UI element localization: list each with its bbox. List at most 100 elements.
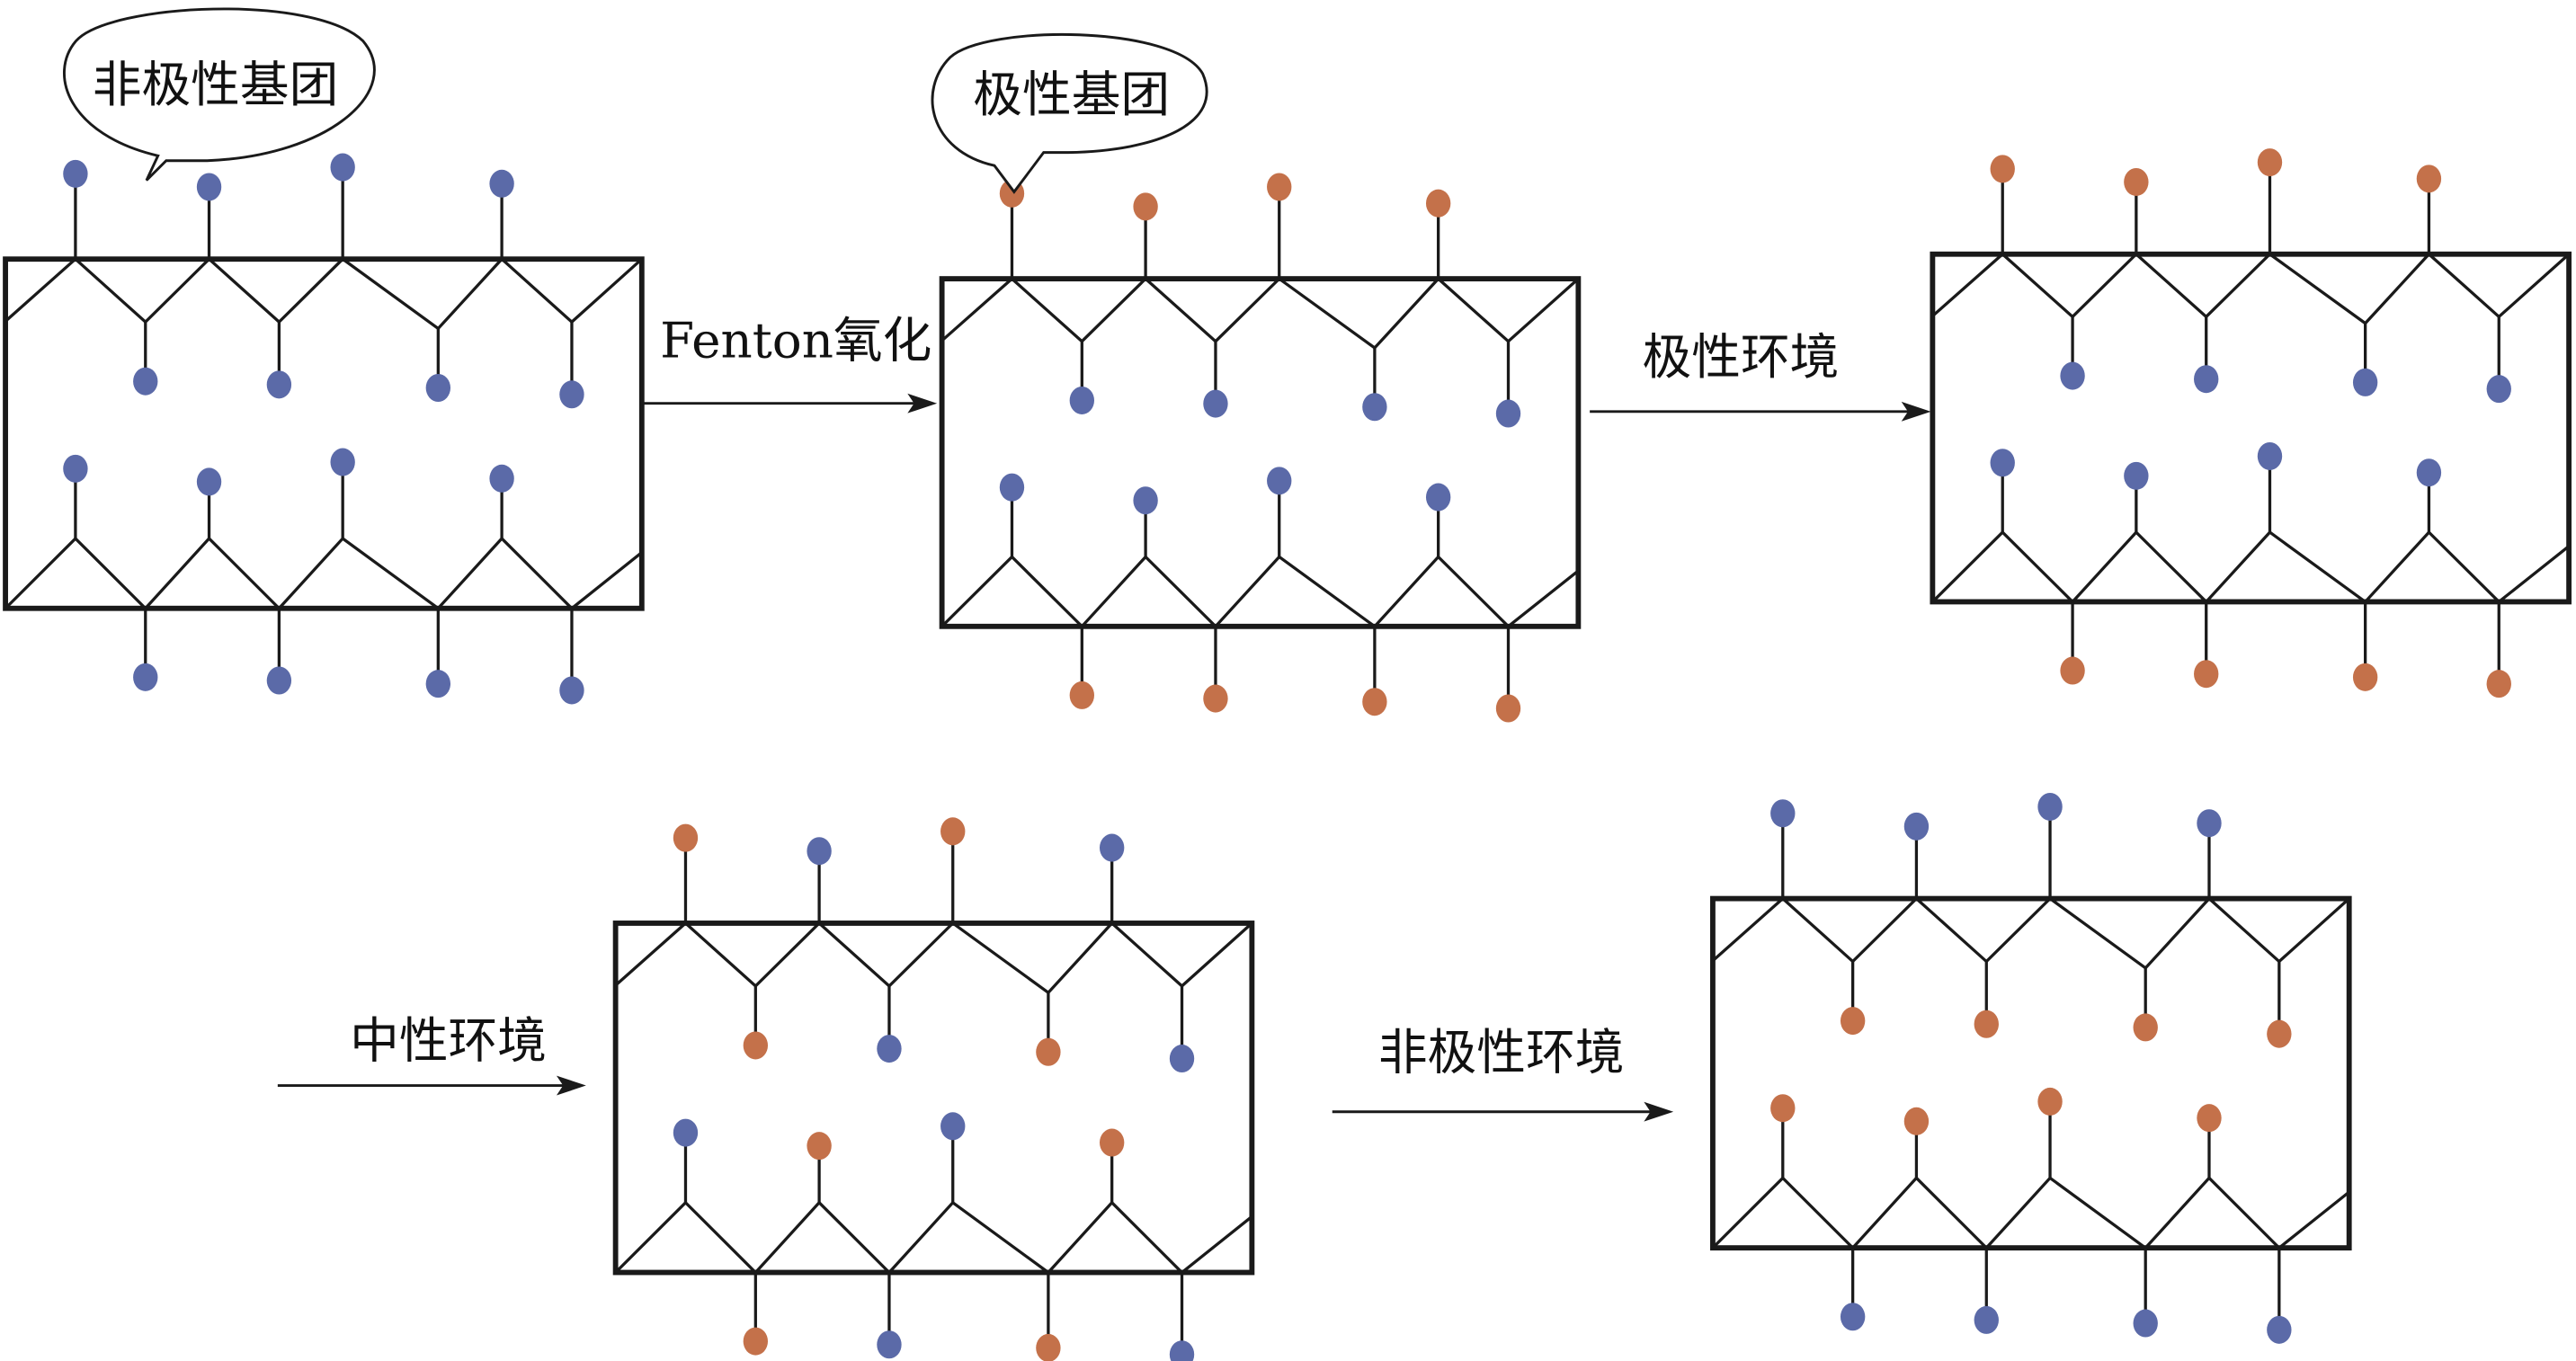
nonpolar-group-dot xyxy=(489,464,514,493)
particle-box xyxy=(3,256,645,611)
polar-group-dot xyxy=(807,1132,832,1161)
polar-group-dot xyxy=(2416,165,2442,193)
nonpolar-group-dot xyxy=(1169,1340,1195,1361)
arrow-label-neutral: 中性环境 xyxy=(350,1012,547,1070)
bottom-chain xyxy=(4,536,643,611)
bottom-chain xyxy=(940,555,1580,629)
polar-group-dot xyxy=(1990,155,2015,183)
arrow-nonpolar-environment: 非极性环境 xyxy=(1332,1023,1674,1122)
bottom-chain xyxy=(614,1200,1253,1275)
nonpolar-group-dot xyxy=(2037,792,2063,821)
polar-group-dot xyxy=(1036,1333,1061,1361)
callout-polar-group: 极性基团 xyxy=(931,33,1208,194)
particle-panel-polar-environment xyxy=(1930,148,2572,698)
speech-bubble-icon xyxy=(931,33,1208,194)
polar-group-dot xyxy=(2197,1104,2222,1133)
callout-nonpolar-label: 非极性基团 xyxy=(93,56,339,113)
nonpolar-group-dot xyxy=(999,473,1025,502)
nonpolar-group-dot xyxy=(1770,799,1796,828)
nonpolar-group-dot xyxy=(877,1035,902,1063)
nonpolar-group-dot xyxy=(1267,467,1292,495)
nonpolar-group-dot xyxy=(559,676,584,705)
nonpolar-group-dot xyxy=(425,373,451,402)
polar-group-dot xyxy=(2486,670,2511,698)
nonpolar-group-dot xyxy=(63,159,88,188)
top-chain xyxy=(940,276,1580,351)
arrowhead-icon xyxy=(556,1075,586,1096)
nonpolar-group-dot xyxy=(1974,1305,1999,1334)
bottom-chain xyxy=(1931,529,2571,604)
nonpolar-group-dot xyxy=(2267,1315,2292,1344)
nonpolar-group-dot xyxy=(2486,375,2511,404)
nonpolar-group-dot xyxy=(1203,389,1228,418)
polar-group-dot xyxy=(1903,1107,1930,1135)
polar-group-dot xyxy=(2133,1013,2158,1042)
nonpolar-group-dot xyxy=(2194,365,2219,394)
particle-box xyxy=(612,921,1255,1276)
polar-group-dot xyxy=(2267,1019,2292,1048)
nonpolar-group-dot xyxy=(2416,458,2442,487)
arrowhead-icon xyxy=(1901,401,1931,422)
polar-group-dot xyxy=(1495,694,1521,723)
arrow-label-nonpolar: 非极性环境 xyxy=(1378,1023,1625,1081)
polar-group-dot xyxy=(1974,1010,1999,1038)
particle-panel-initial xyxy=(3,153,645,705)
nonpolar-group-dot xyxy=(2352,368,2378,396)
nonpolar-group-dot xyxy=(2257,441,2283,470)
polar-group-dot xyxy=(1840,1007,1866,1036)
arrow-label-polar: 极性环境 xyxy=(1643,328,1840,386)
top-chain xyxy=(1711,896,2350,971)
bottom-chain xyxy=(1711,1176,2350,1250)
polar-group-dot xyxy=(2352,663,2378,691)
particle-panel-nonpolar-environment xyxy=(1710,792,2352,1344)
panels xyxy=(3,148,2572,1361)
nonpolar-group-dot xyxy=(133,663,158,691)
particle-box xyxy=(1710,895,2352,1251)
arrowhead-icon xyxy=(1644,1101,1674,1122)
nonpolar-group-dot xyxy=(877,1330,902,1359)
nonpolar-group-dot xyxy=(559,380,584,409)
nonpolar-group-dot xyxy=(1840,1303,1866,1331)
nonpolar-group-dot xyxy=(330,153,355,182)
speech-bubble-icon xyxy=(62,7,376,182)
top-chain xyxy=(1931,252,2571,325)
particle-box xyxy=(1930,251,2572,605)
polar-group-dot xyxy=(1362,688,1387,716)
nonpolar-group-dot xyxy=(266,666,292,695)
polar-group-dot xyxy=(1069,680,1095,709)
nonpolar-group-dot xyxy=(63,454,88,483)
nonpolar-group-dot xyxy=(1990,449,2015,477)
nonpolar-group-dot xyxy=(940,1112,966,1141)
top-chain xyxy=(614,921,1253,995)
nonpolar-group-dot xyxy=(673,1118,699,1147)
polar-group-dot xyxy=(2037,1087,2063,1116)
polar-group-dot xyxy=(2124,167,2149,196)
nonpolar-group-dot xyxy=(330,448,355,476)
polar-group-dot xyxy=(2060,656,2085,685)
callout-nonpolar-group: 非极性基团 xyxy=(62,7,376,182)
nonpolar-group-dot xyxy=(2124,461,2149,490)
callout-polar-label: 极性基团 xyxy=(973,66,1170,123)
polar-group-dot xyxy=(743,1327,769,1356)
nonpolar-group-dot xyxy=(1362,393,1387,422)
particle-box xyxy=(939,276,1582,629)
polar-group-dot xyxy=(743,1031,769,1060)
nonpolar-group-dot xyxy=(1169,1045,1195,1073)
arrow-label-fenton: Fenton氧化 xyxy=(660,312,931,369)
nonpolar-group-dot xyxy=(2133,1309,2158,1338)
polar-group-dot xyxy=(1036,1037,1061,1066)
polar-group-dot xyxy=(2257,148,2283,177)
nonpolar-group-dot xyxy=(196,467,222,496)
polar-group-dot xyxy=(1267,173,1292,201)
nonpolar-group-dot xyxy=(1903,812,1930,841)
arrow-fenton-oxidation: Fenton氧化 xyxy=(641,312,938,414)
nonpolar-group-dot xyxy=(2197,809,2222,838)
nonpolar-group-dot xyxy=(266,370,292,399)
nonpolar-group-dot xyxy=(1133,486,1158,515)
polar-group-dot xyxy=(673,823,699,852)
arrow-neutral-environment: 中性环境 xyxy=(277,1012,586,1096)
nonpolar-group-dot xyxy=(1425,483,1451,511)
particle-panel-neutral-environment xyxy=(612,817,1255,1361)
nonpolar-group-dot xyxy=(2060,361,2085,390)
